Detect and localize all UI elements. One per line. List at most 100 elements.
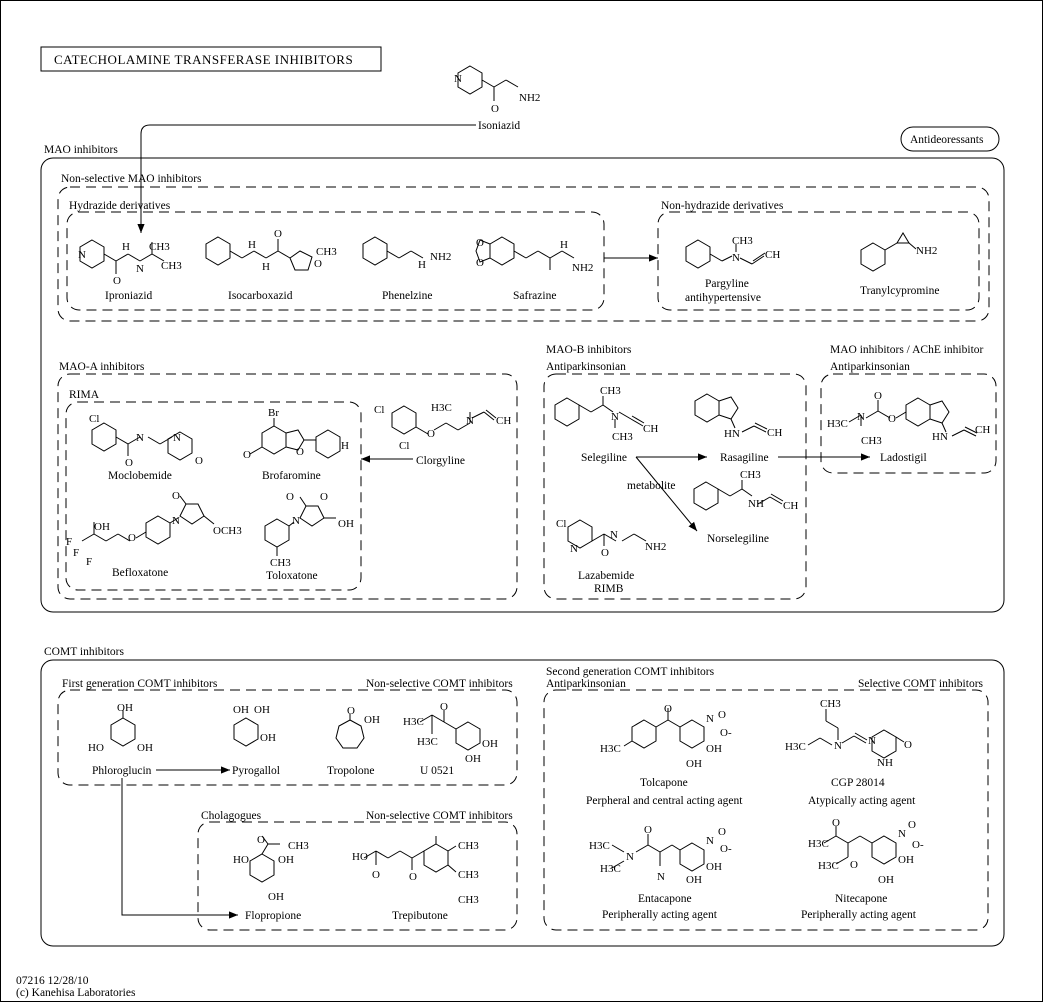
toloxatone-carbonyl-o: O (286, 491, 294, 503)
selegiline-n-atom: N (611, 411, 619, 423)
first-gen-right-label: Non-selective COMT inhibitors (366, 678, 513, 690)
pargyline-ch-atom: CH (765, 249, 780, 261)
clorgyline-label: Clorgyline (416, 455, 465, 467)
brofaromine-label: Brofaromine (262, 470, 321, 482)
trepibutone-structure: HO O O CH3 CH3 CH3 (352, 836, 479, 906)
rasagiline-hn-atom: HN (724, 428, 740, 440)
norselegiline-nh-atom: NH (748, 498, 764, 510)
nitecapone-label: Nitecapone (835, 893, 887, 905)
cgp28014-note: Atypically acting agent (808, 795, 916, 807)
cholagogues-right-label: Non-selective COMT inhibitors (366, 810, 513, 822)
entacapone-nitro-n: N (706, 835, 714, 847)
trepibutone-ketone-o: O (409, 871, 417, 883)
second-gen-box (543, 689, 989, 931)
flopropione-oh-b: OH (268, 891, 284, 903)
nitecapone-nitro-o-a: O (908, 819, 916, 831)
phenelzine-label: Phenelzine (382, 290, 432, 302)
clorgyline-cl-atom-b: Cl (399, 440, 409, 452)
comt-section-label: COMT inhibitors (44, 646, 125, 658)
lazabemide-nh-atom: N (610, 529, 618, 541)
nitecapone-o-a: O (832, 817, 840, 829)
lazabemide-n-atom: N (570, 543, 578, 555)
befloxatone-structure: OH F F F O O N OCH3 (66, 490, 242, 568)
maoa-label: MAO-A inhibitors (59, 361, 145, 373)
ache-box (820, 373, 997, 474)
lazabemide-nh2-atom: NH2 (645, 541, 666, 553)
second-gen-right-label: Selective COMT inhibitors (858, 678, 984, 690)
ladostigil-carbonyl-o: O (874, 390, 882, 402)
isoniazid-o-atom: O (491, 103, 499, 115)
safrazine-o-atom-b: O (476, 257, 484, 269)
moclobemide-n-atom: N (136, 432, 144, 444)
toloxatone-oh-atom: OH (338, 518, 354, 530)
flopropione-ch3: CH3 (288, 840, 309, 852)
nitecapone-nitro-o-b: O- (912, 839, 924, 851)
metabolite-label: metabolite (627, 480, 676, 492)
clorgyline-n-atom: N (466, 415, 474, 427)
cholagogues-box (197, 821, 518, 931)
befloxatone-carbonyl-o: O (172, 490, 180, 502)
phenelzine-nh-atom: H (418, 259, 426, 271)
brofaromine-ring-o: O (296, 446, 304, 458)
rima-box (65, 401, 362, 591)
isoniazid-structure: N O NH2 (454, 65, 540, 115)
tropolone-oh-atom: OH (364, 714, 380, 726)
entacapone-oh-b: OH (686, 874, 702, 886)
pargyline-structure: N CH3 CH (685, 235, 780, 269)
nonhydrazide-box (657, 211, 980, 311)
isoniazid-label: Isoniazid (478, 120, 520, 132)
tolcapone-o-atom: O (664, 703, 672, 715)
befloxatone-och3: OCH3 (213, 525, 242, 537)
ladostigil-structure: H3C N CH3 O O HN CH (827, 390, 990, 447)
selegiline-to-norselegiline-arrow (635, 456, 698, 532)
norselegiline-ch3-atom: CH3 (740, 469, 761, 481)
entacapone-o-atom: O (644, 824, 652, 836)
moclobemide-label: Moclobemide (108, 470, 172, 482)
safrazine-nh2-atom: NH2 (572, 262, 593, 274)
cgp28014-ch3: CH3 (820, 698, 841, 710)
ladostigil-h3c: H3C (827, 418, 848, 430)
cgp28014-label: CGP 28014 (831, 777, 885, 789)
u0521-oh-b: OH (465, 753, 481, 765)
toloxatone-ch3-atom: CH3 (270, 557, 291, 569)
hydrazide-label: Hydrazide derivatives (69, 200, 171, 212)
lazabemide-label: Lazabemide (578, 570, 634, 582)
maob-label: MAO-B inhibitors (546, 344, 632, 356)
iproniazid-n-atom: N (78, 249, 86, 261)
tolcapone-oh-b: OH (686, 758, 702, 770)
lazabemide-structure: Cl N O N NH2 (556, 518, 666, 559)
brofaromine-structure: Br O O H (243, 407, 349, 461)
tolcapone-h3c: H3C (600, 743, 621, 755)
safrazine-o-atom-a: O (476, 237, 484, 249)
safrazine-h-atom: H (560, 239, 568, 251)
ache-sublabel: Antiparkinsonian (830, 361, 910, 373)
isocarboxazid-o-atom: O (274, 228, 282, 240)
nonselective-mao-label: Non-selective MAO inhibitors (61, 173, 202, 185)
pargyline-note: antihypertensive (685, 292, 761, 304)
entacapone-cn: N (657, 871, 665, 883)
first-gen-box (57, 689, 518, 786)
rasagiline-ch-atom: CH (767, 427, 782, 439)
trepibutone-ho: HO (352, 851, 368, 863)
phloroglucin-to-flopropione-arrow (121, 778, 238, 919)
tropolone-o-atom: O (347, 705, 355, 717)
trepibutone-ch3-b: CH3 (458, 869, 479, 881)
phloroglucin-label: Phloroglucin (92, 765, 152, 777)
iproniazid-label: Iproniazid (105, 290, 153, 302)
toloxatone-n-atom: N (292, 515, 300, 527)
page-title: CATECHOLAMINE TRANSFERASE INHIBITORS (54, 52, 353, 67)
entacapone-nitro-o-a: O (718, 826, 726, 838)
u0521-structure: H3C H3C O OH OH (403, 701, 498, 765)
brofaromine-nh-atom: H (341, 440, 349, 452)
entacapone-h3c-b: H3C (600, 863, 621, 875)
ladostigil-o-atom: O (888, 413, 896, 425)
trepibutone-label: Trepibutone (392, 910, 448, 922)
maob-box (543, 373, 807, 600)
tolcapone-structure: H3C O N O O- OH OH (600, 703, 732, 770)
clorgyline-cl-atom-a: Cl (374, 404, 384, 416)
mao-section-label: MAO inhibitors (44, 144, 118, 156)
pargyline-ch3-atom: CH3 (732, 235, 753, 247)
flopropione-oh-a: OH (278, 854, 294, 866)
antidepressants-button[interactable] (900, 126, 1000, 152)
tolcapone-note: Perpheral and central acting agent (586, 795, 743, 807)
